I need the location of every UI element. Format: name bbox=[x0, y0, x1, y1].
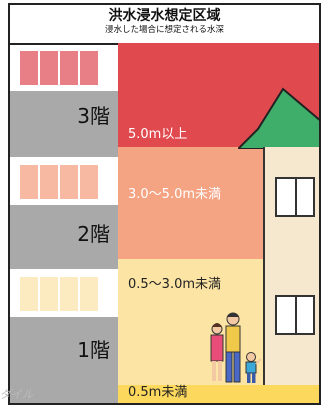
depth-label-under-0.5m: 0.5m未満 bbox=[128, 385, 188, 400]
floor-1-label: 1階 bbox=[77, 338, 110, 362]
house-window-lower bbox=[275, 295, 315, 335]
depth-label-0.5-3m: 0.5〜3.0m未満 bbox=[128, 277, 222, 292]
floor-1-wall: 1階 bbox=[10, 317, 118, 385]
depth-band-under-0.5m bbox=[118, 385, 319, 403]
depth-label-5m-plus: 5.0m以上 bbox=[128, 127, 188, 142]
floor-2-windows bbox=[20, 165, 100, 199]
watermark-text: ダイル bbox=[0, 388, 33, 401]
floor-2-wall: 2階 bbox=[10, 205, 118, 269]
diagram-title: 洪水浸水想定区域 bbox=[108, 8, 221, 24]
house-icon bbox=[263, 147, 319, 385]
floor-3-wall: 3階 bbox=[10, 91, 118, 157]
diagram-frame: 洪水浸水想定区域 浸水した場合に想定される水深 3階 bbox=[8, 3, 321, 405]
floor-1-windows bbox=[20, 277, 100, 311]
building-base bbox=[10, 385, 118, 403]
diagram-subtitle: 浸水した場合に想定される水深 bbox=[104, 25, 224, 35]
floor-3-windows bbox=[20, 51, 100, 85]
house-roof-icon bbox=[238, 87, 319, 149]
family-icon bbox=[210, 312, 262, 383]
depth-label-3-5m: 3.0〜5.0m未満 bbox=[128, 187, 222, 202]
house-window-upper bbox=[275, 177, 315, 217]
apartment-building: 3階 2階 1階 bbox=[10, 43, 118, 403]
floor-2-label: 2階 bbox=[77, 222, 110, 246]
floor-3-label: 3階 bbox=[77, 104, 110, 128]
title-box: 洪水浸水想定区域 浸水した場合に想定される水深 bbox=[10, 5, 319, 45]
